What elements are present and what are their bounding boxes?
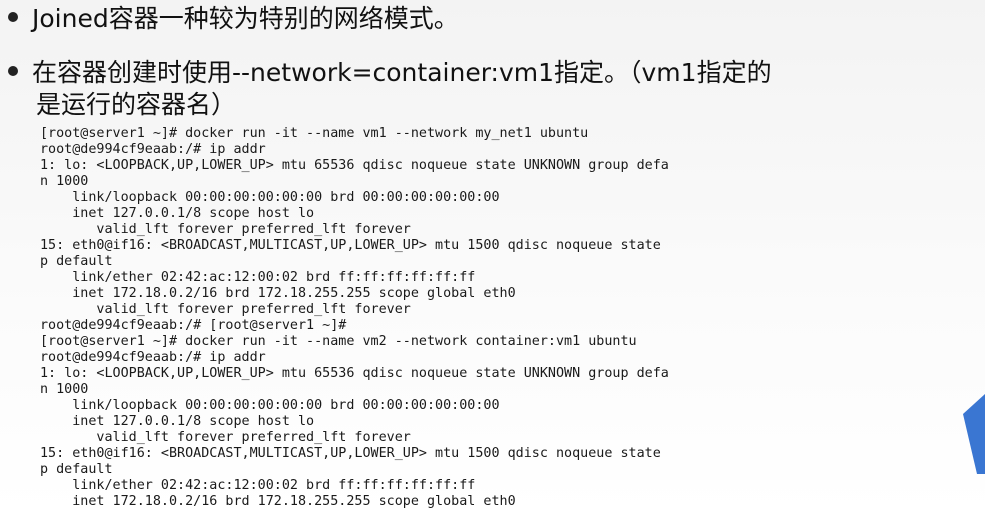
terminal-line: root@de994cf9eaab:/# ip addr xyxy=(40,142,266,157)
terminal-line: link/ether 02:42:ac:12:00:02 brd ff:ff:f… xyxy=(40,270,476,285)
terminal-line: valid_lft forever preferred_lft forever xyxy=(40,302,411,317)
terminal-line: [root@server1 ~]# docker run -it --name … xyxy=(40,334,637,349)
terminal-line: link/loopback 00:00:00:00:00:00 brd 00:0… xyxy=(40,190,500,205)
bullet-dot-icon xyxy=(8,12,18,22)
terminal-line: root@de994cf9eaab:/# [root@server1 ~]# xyxy=(40,318,347,333)
bullet-joined-mode: Joined容器一种较为特别的网络模式。 xyxy=(8,4,459,34)
corner-decoration-shape xyxy=(963,394,985,474)
terminal-line: valid_lft forever preferred_lft forever xyxy=(40,222,411,237)
terminal-line: p default xyxy=(40,254,113,269)
bullet-text: Joined容器一种较为特别的网络模式。 xyxy=(32,4,459,33)
bullet-continuation: 是运行的容器名） xyxy=(36,90,237,119)
terminal-line: 15: eth0@if16: <BROADCAST,MULTICAST,UP,L… xyxy=(40,446,661,461)
terminal-line: inet 127.0.0.1/8 scope host lo xyxy=(40,206,315,221)
terminal-line: link/ether 02:42:ac:12:00:02 brd ff:ff:f… xyxy=(40,478,476,493)
terminal-line: p default xyxy=(40,462,113,477)
bullet-text: 在容器创建时使用--network=container:vm1指定。（vm1指定… xyxy=(32,58,772,87)
terminal-line: 15: eth0@if16: <BROADCAST,MULTICAST,UP,L… xyxy=(40,238,661,253)
bullet-dot-icon xyxy=(8,66,18,76)
terminal-line: inet 172.18.0.2/16 brd 172.18.255.255 sc… xyxy=(40,494,516,509)
terminal-output: [root@server1 ~]# docker run -it --name … xyxy=(40,126,745,514)
terminal-line: 1: lo: <LOOPBACK,UP,LOWER_UP> mtu 65536 … xyxy=(40,366,669,381)
terminal-line: inet 172.18.0.2/16 brd 172.18.255.255 sc… xyxy=(40,286,516,301)
bullet-network-container: 在容器创建时使用--network=container:vm1指定。（vm1指定… xyxy=(8,58,772,88)
terminal-line: n 1000 xyxy=(40,174,89,189)
terminal-line: inet 127.0.0.1/8 scope host lo xyxy=(40,414,315,429)
terminal-line: link/loopback 00:00:00:00:00:00 brd 00:0… xyxy=(40,398,500,413)
terminal-line: root@de994cf9eaab:/# ip addr xyxy=(40,350,266,365)
terminal-line: 1: lo: <LOOPBACK,UP,LOWER_UP> mtu 65536 … xyxy=(40,158,669,173)
terminal-line: valid_lft forever preferred_lft forever xyxy=(40,430,411,445)
terminal-line: n 1000 xyxy=(40,382,89,397)
terminal-line: [root@server1 ~]# docker run -it --name … xyxy=(40,126,589,141)
